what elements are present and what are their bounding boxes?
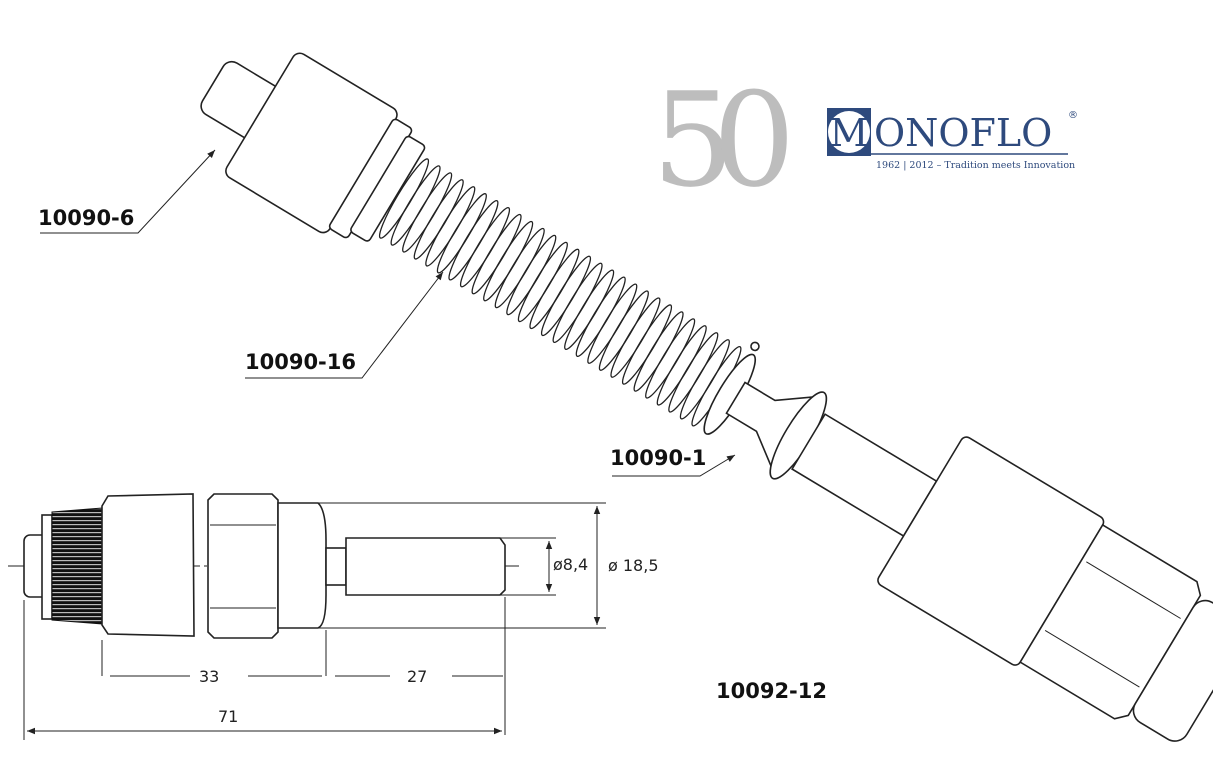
cap-part <box>200 52 426 242</box>
dim-body-length: 33 <box>199 667 219 686</box>
dim-stem-length: 27 <box>407 667 427 686</box>
logo-tagline: 1962 | 2012 – Tradition meets Innovation <box>876 160 1075 171</box>
label-body: 10092-12 <box>716 679 827 703</box>
label-spring: 10090-16 <box>245 350 356 374</box>
label-ring: 10090-1 <box>610 446 706 470</box>
ring-part <box>703 341 828 480</box>
logo-registered: ® <box>1068 110 1078 121</box>
logo-initial: M <box>830 111 869 155</box>
dim-outer-diameter: ø 18,5 <box>608 556 659 575</box>
logo-brand: ONOFLO <box>874 111 1052 155</box>
dim-total-length: 71 <box>218 707 238 726</box>
logo-anniversary: 50 <box>652 64 788 216</box>
body-part <box>791 413 1213 742</box>
label-cap: 10090-6 <box>38 206 134 230</box>
exploded-assembly <box>200 52 1213 742</box>
side-view: ø8,4 ø 18,5 33 27 71 <box>8 493 659 740</box>
monoflo-logo: 50 M ONOFLO ® 1962 | 2012 – Tradition me… <box>652 64 1078 216</box>
dim-inner-diameter: ø8,4 <box>553 555 588 574</box>
spring-part <box>378 158 742 427</box>
